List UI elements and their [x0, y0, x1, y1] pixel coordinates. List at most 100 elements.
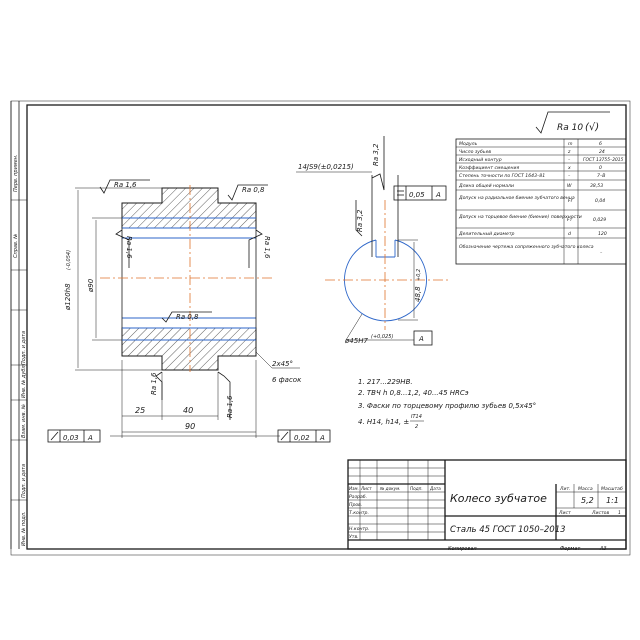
side-label-2: Подп. и дата: [21, 331, 27, 365]
tb-scale-h: Масштаб: [601, 486, 623, 492]
chamfer-count: 6 фасок: [272, 376, 302, 384]
tb-role-5: Утв.: [349, 534, 359, 540]
param-name-0: Модуль: [459, 141, 478, 147]
dim-bore-tol: (+0,025): [371, 334, 393, 340]
tb-row-2: № докум.: [379, 486, 401, 491]
dim-depth: 48,8: [414, 286, 422, 302]
dim-depth-tol: +0,2: [416, 269, 422, 281]
runout-left-ref: A: [87, 434, 93, 442]
param-name-8: Делительный диаметр: [458, 231, 515, 237]
ra32-b: Ra 3,2: [356, 209, 364, 232]
note-4: 4. H14, h14, ±: [358, 418, 409, 426]
param-name-6: Допуск на радиальное биение зубчатого ве…: [458, 195, 575, 201]
parameter-table: Модуль m 6 Число зубьев z 24 Исходный ко…: [455, 138, 627, 265]
tb-scale: 1:1: [606, 496, 619, 505]
general-roughness-paren: (√): [585, 122, 599, 133]
tb-role-1: Пров.: [349, 502, 362, 508]
technical-notes: 1. 217...229HB. 2. ТВЧ h 0,8...1,2, 40..…: [358, 378, 536, 430]
tb-role-2: Т.контр.: [349, 510, 369, 516]
lower-section-hatch: [121, 327, 257, 371]
dim-d-outer: ø120h8: [64, 283, 72, 311]
ra16-top: Ra 1,6: [114, 181, 137, 189]
tb-lit: Лит.: [559, 486, 571, 492]
tb-row-0: Изм.: [349, 486, 359, 491]
param-val-5: 38,53: [590, 183, 603, 189]
tb-row-1: Лист: [360, 486, 372, 491]
side-label-5: Подп. и дата: [21, 464, 27, 498]
param-name-5: Длина общей нормали: [458, 183, 514, 189]
param-val-8: 120: [598, 231, 607, 237]
param-sym-7: Fт: [567, 217, 573, 223]
param-val-4: 7–В: [597, 173, 605, 179]
dim-d-outer-tol: (-0,054): [66, 250, 72, 270]
tb-copied: Копировал: [448, 546, 477, 552]
tb-format-v: A3: [599, 546, 607, 552]
param-sym-6: Fr: [568, 198, 574, 204]
dim-bore-hole: ø45H7: [344, 337, 368, 345]
dim-d-bore: ø90: [87, 278, 95, 293]
param-sym-2: –: [568, 158, 571, 163]
ra08-top: Ra 0,8: [242, 186, 265, 194]
title-block: Изм. Лист № докум. Подп. Дата Разраб. Пр…: [347, 459, 627, 552]
chamfer-dim: 2x45°: [272, 360, 293, 368]
param-val-7: 0,029: [593, 217, 606, 223]
ra16-bottom: Ra 1,6: [150, 372, 158, 395]
param-sym-8: d: [568, 231, 571, 237]
runout-right-ref: A: [319, 434, 325, 442]
param-val-6: 0,04: [595, 198, 605, 204]
tb-sheet: Лист: [558, 510, 571, 516]
tb-material: Сталь 45 ГОСТ 1050–2013: [450, 525, 566, 535]
param-sym-0: m: [568, 142, 573, 147]
param-sym-1: z: [567, 150, 571, 155]
tb-role-0: Разраб.: [349, 494, 367, 500]
side-label-6: Инв. № подл.: [21, 512, 27, 547]
param-name-4: Степень точности по ГОСТ 1643–81: [459, 173, 545, 179]
param-val-2: ГОСТ 13755–2015: [583, 157, 624, 163]
tb-mass-h: Масса: [578, 486, 593, 492]
note-2: 2. ТВЧ h 0,8...1,2, 40...45 HRCэ: [358, 389, 469, 397]
dim-len25: 25: [135, 406, 145, 415]
note-3: 3. Фаски по торцевому профилю зубьев 0,5…: [358, 402, 536, 410]
tb-role-4: Н.контр.: [349, 526, 370, 532]
datum-a: A: [418, 335, 424, 343]
parallel-ref: A: [435, 191, 441, 199]
general-roughness-ra: Ra 10: [557, 123, 583, 133]
side-label-1: Справ. №: [13, 234, 19, 258]
dim-len90: 90: [185, 422, 195, 431]
param-rows: Модуль m 6 Число зубьев z 24 Исходный ко…: [458, 141, 624, 256]
tb-sheets-n: 1: [618, 510, 621, 516]
ra32-a: Ra 3,2: [372, 143, 380, 166]
note-1: 1. 217...229HB.: [358, 378, 413, 386]
tb-mass: 5,2: [581, 496, 594, 505]
sheet-inner-frame: [26, 104, 627, 550]
param-name-1: Число зубьев: [459, 149, 491, 155]
tb-sheets: Листов: [591, 510, 609, 516]
dim-keyway-width: 14JS9(±0,0215): [298, 163, 354, 171]
ra08-mid: Ra 0,8: [176, 313, 199, 321]
param-val-9: –: [600, 251, 603, 256]
param-name-7: Допуск на торцевое биение (биение) повер…: [458, 214, 582, 220]
param-name-2: Исходный контур: [459, 157, 502, 163]
param-val-1: 24: [599, 149, 605, 155]
side-label-3: Инв. № дубл.: [21, 364, 27, 398]
runout-right: 0,02: [294, 434, 310, 442]
left-strip: Перв. примен. Справ. № Подп. и дата Инв.…: [10, 101, 27, 549]
gear-section-view: ø120h8 (-0,054) ø90 Ra 1,6 Ra 0,8 Ra 1,6…: [47, 179, 331, 443]
tb-row-3: Подп.: [410, 486, 423, 491]
tb-format: Формат: [560, 546, 581, 552]
side-label-4: Взам. инв. №: [21, 404, 27, 438]
param-sym-3: x: [567, 166, 571, 171]
note-4-num: IT14: [411, 414, 422, 420]
tb-row-4: Дата: [429, 486, 441, 491]
param-name-3: Коэффициент смещения: [459, 165, 519, 171]
ra16-bottom2: Ra 1,6: [226, 395, 234, 418]
dim-len40: 40: [183, 406, 193, 415]
parallel-tol: 0,05: [409, 191, 425, 199]
upper-section-hatch: [121, 187, 257, 229]
param-val-3: 0: [599, 165, 602, 171]
param-name-9: Обозначение чертежа сопряженного зубчато…: [459, 244, 594, 250]
param-sym-5: W: [567, 183, 572, 189]
runout-left: 0,03: [63, 434, 79, 442]
ra16-right: Ra 1,6: [263, 236, 271, 259]
